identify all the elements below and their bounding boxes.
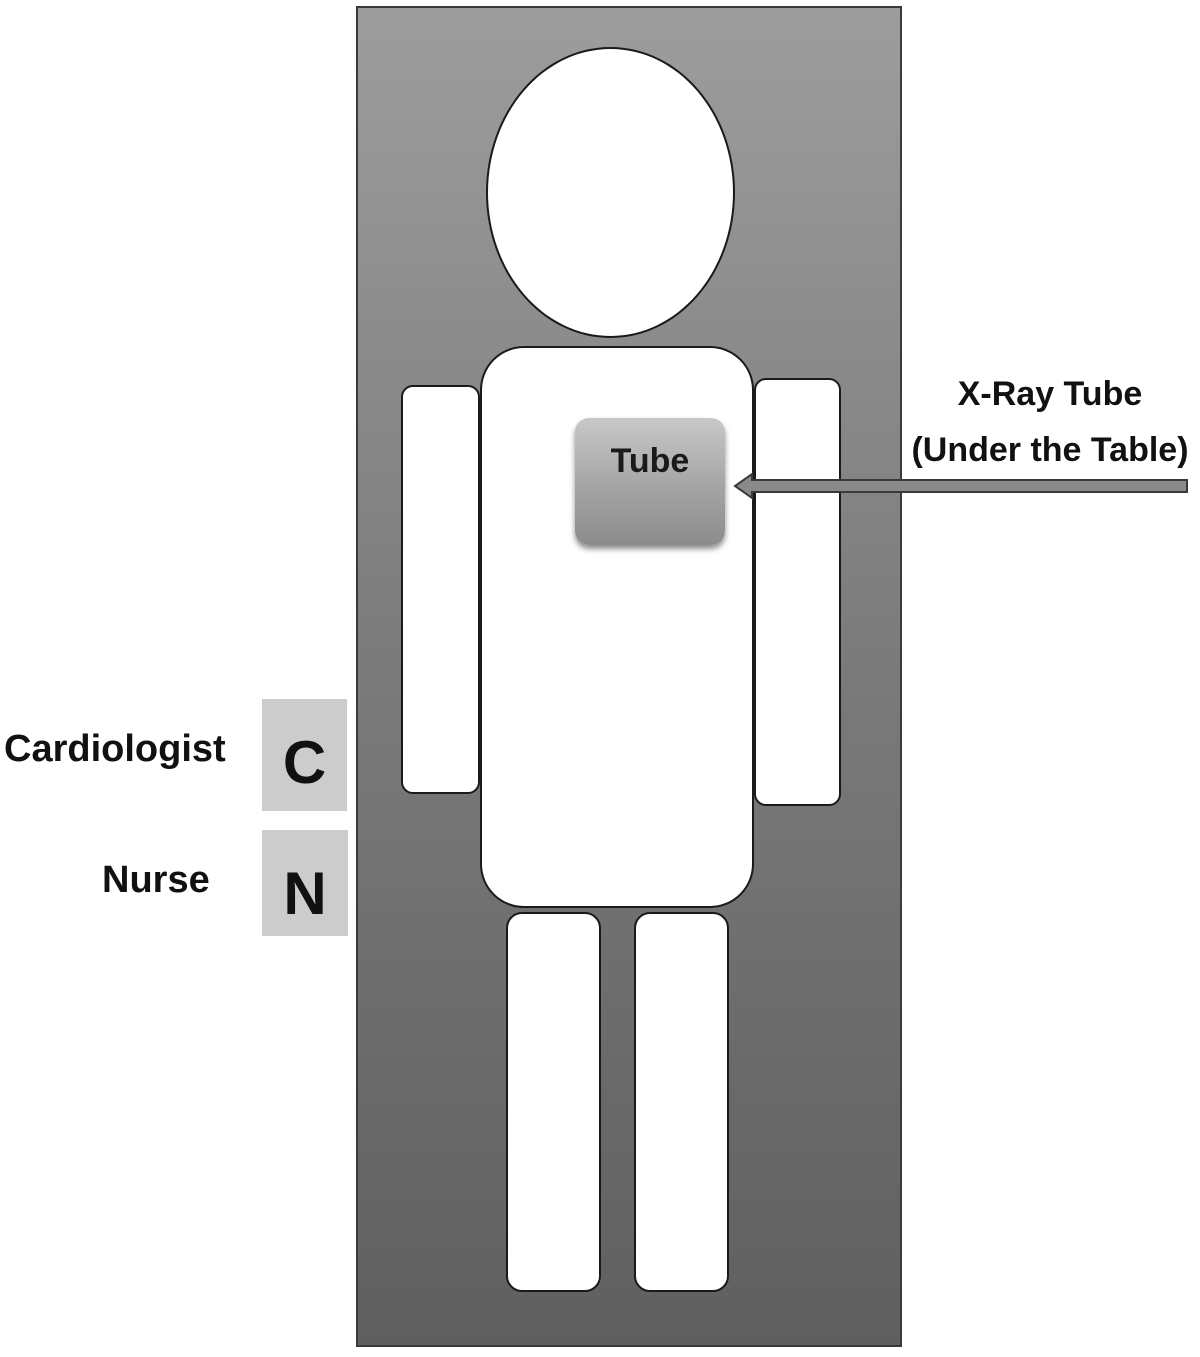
- xray-tube-subtitle: (Under the Table): [911, 431, 1189, 469]
- patient-right-arm: [754, 378, 841, 806]
- nurse-label: Nurse: [102, 859, 210, 901]
- patient-head: [486, 47, 735, 338]
- xray-tube-title: X-Ray Tube: [957, 375, 1143, 413]
- patient-right-leg: [634, 912, 729, 1292]
- xray-tube-box: Tube: [575, 418, 725, 545]
- patient-left-leg: [506, 912, 601, 1292]
- arrow-shape: [733, 472, 1188, 500]
- cardiologist-label: Cardiologist: [4, 728, 226, 770]
- patient-left-arm: [401, 385, 480, 794]
- xray-tube-caption: X-Ray Tube (Under the Table): [900, 366, 1200, 478]
- nurse-marker: N: [262, 830, 348, 936]
- tube-label: Tube: [610, 442, 690, 480]
- cardiologist-marker: C: [262, 699, 347, 811]
